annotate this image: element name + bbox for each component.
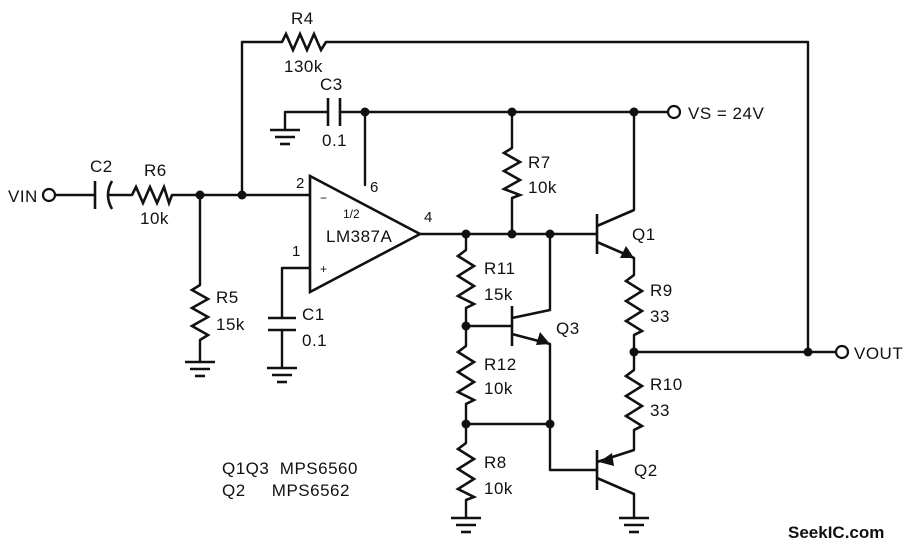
parts-list-line1: Q1Q3 MPS6560 [222,459,358,478]
transistors [510,208,635,496]
r4-label: R4 [291,9,314,28]
pin4-label: 4 [424,209,432,226]
junctions [195,107,813,429]
r7-value: 10k [528,178,557,197]
r7-label: R7 [528,153,551,172]
ground-icon-c3 [270,128,300,146]
r9-label: R9 [650,281,673,300]
c1-value: 0.1 [302,331,327,350]
r5-label: R5 [216,288,239,307]
q3-transistor [510,306,551,346]
r6-value: 10k [140,209,169,228]
r11-value: 15k [484,285,513,304]
r11-label: R11 [484,259,515,278]
vin-terminal [41,187,57,203]
vout-terminal [834,344,850,360]
r5-value: 15k [216,315,245,334]
wires [53,40,838,520]
c1-capacitor [268,316,296,332]
r10-value: 33 [650,401,670,420]
r9-value: 33 [650,307,670,326]
c1-label: C1 [302,305,325,324]
pin1-label: 1 [292,243,300,260]
r12-resistor [455,344,477,406]
watermark: SeekIC.com [788,523,884,542]
q2-label: Q2 [634,461,658,480]
c2-capacitor [93,180,114,210]
r8-resistor [455,441,478,502]
labels: VIN VOUT VS = 24V R4 130k C3 0.1 C2 R6 1… [8,9,903,542]
pin6-label: 6 [370,179,378,196]
terminals [41,104,850,360]
r12-label: R12 [484,355,517,374]
ground-icon-r5 [185,360,215,378]
opamp-lm387a [308,173,423,295]
opamp-half-label: 1/2 [343,207,360,221]
q1-label: Q1 [632,225,656,244]
r6-label: R6 [144,161,167,180]
q2-transistor [595,448,635,496]
r8-value: 10k [484,479,513,498]
pin2-label: 2 [296,175,304,192]
r10-label: R10 [650,375,683,394]
r4-value: 130k [284,57,323,76]
ground-icon-q2 [619,516,649,534]
c3-label: C3 [320,75,343,94]
resistors [130,30,645,502]
r5-resistor [189,283,211,342]
opamp-minus-sign: − [320,191,327,205]
c2-label: C2 [90,157,113,176]
r8-label: R8 [484,453,507,472]
r7-resistor [500,146,524,200]
grounds [185,128,649,534]
ground-icon-r8 [451,516,481,534]
opamp-plus-sign: + [320,262,327,276]
vs-terminal [666,104,682,120]
r4-resistor [280,30,328,54]
q1-transistor [595,208,635,260]
r9-resistor [623,273,645,337]
r6-resistor [130,183,174,208]
q3-label: Q3 [556,319,580,338]
vs-label: VS = 24V [688,104,764,123]
r12-value: 10k [484,379,513,398]
vout-label: VOUT [854,344,903,363]
r11-resistor [455,248,477,310]
c3-capacitor [326,98,342,126]
opamp-label: LM387A [326,227,392,246]
parts-list-line2: Q2 MPS6562 [222,481,350,500]
vin-label: VIN [8,187,38,206]
ground-icon-c1 [267,366,297,384]
r10-resistor [623,368,645,432]
capacitors [93,98,342,332]
c3-value: 0.1 [322,131,347,150]
